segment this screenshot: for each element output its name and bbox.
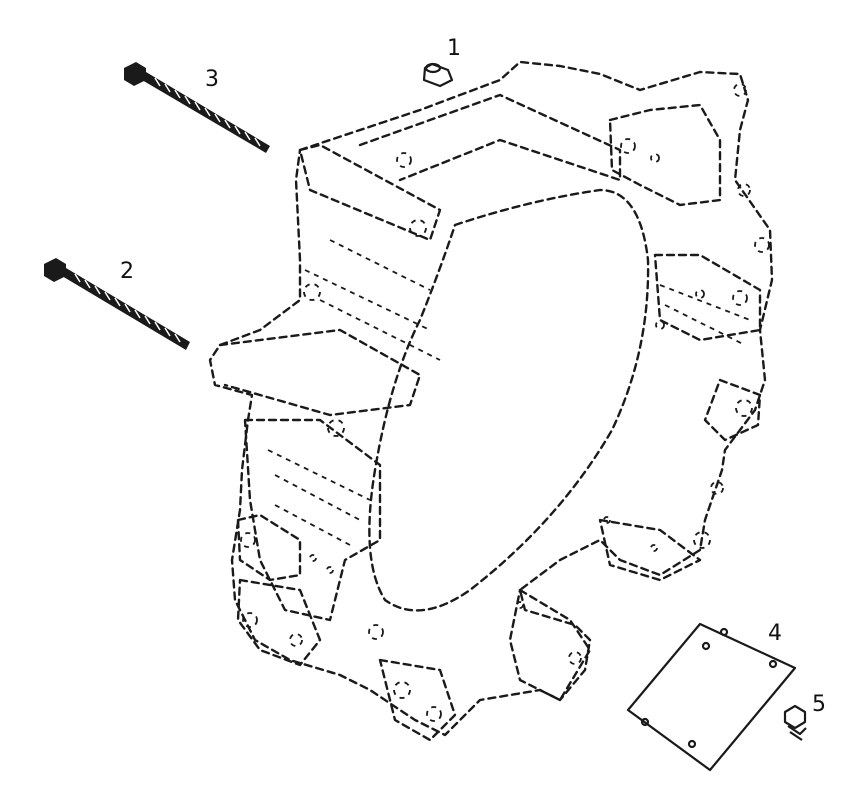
callout-4: 4 [768, 621, 782, 646]
bolt-holes [240, 83, 770, 722]
flywheel-housing [208, 60, 774, 742]
cap-screw-part-3 [124, 62, 270, 153]
cap-screw-part-2 [44, 258, 190, 350]
callout-2: 2 [120, 259, 134, 284]
cover-plate-part-4 [626, 622, 797, 772]
plate-screw-part-5 [783, 704, 807, 741]
dowel-pin-part-1 [422, 62, 454, 88]
callout-3: 3 [205, 67, 219, 92]
callout-1: 1 [447, 36, 461, 61]
callout-5: 5 [812, 692, 826, 717]
